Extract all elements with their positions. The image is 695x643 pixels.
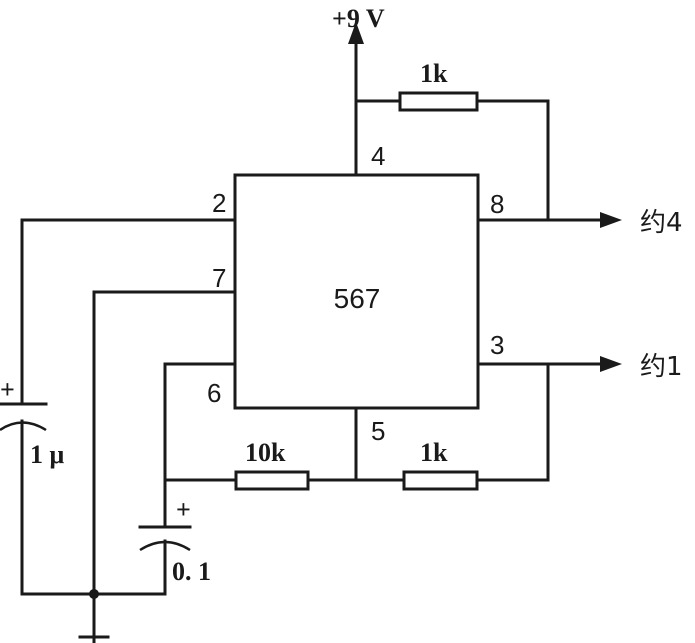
r-top-label: 1k: [420, 59, 448, 88]
pin-6-label: 6: [207, 378, 221, 408]
pin-3-label: 3: [490, 330, 504, 360]
pin-5-label: 5: [371, 416, 385, 446]
pin-4-label: 4: [371, 141, 385, 171]
r-bottom-right-label: 1k: [420, 438, 448, 467]
r-bottom-left-body: [234, 470, 310, 491]
r-bottom-right-body: [402, 470, 479, 491]
c-bottom-ground-wire: [92, 539, 167, 596]
c-left-polarity: +: [0, 375, 15, 404]
output-pin3-label: 约1: [640, 352, 683, 382]
pin-2-label: 2: [212, 188, 226, 218]
c-bottom-polarity: +: [176, 495, 191, 524]
pin-8-label: 8: [490, 189, 504, 219]
pin-6-wire: [163, 362, 237, 529]
pin-2-wire: [20, 218, 237, 406]
supply-label: +9 V: [332, 4, 385, 33]
r-top-wire-right: [475, 99, 550, 222]
output-pin8-label: 约4: [640, 208, 683, 238]
pin-3-arrow: [600, 356, 622, 372]
pin-8-arrow: [600, 212, 622, 228]
pin-7-wire: [92, 290, 237, 643]
c-left-label: 1 μ: [30, 440, 65, 469]
r-bottom-left-label: 10k: [245, 438, 286, 467]
supply-arrow: [348, 22, 364, 44]
pin-3-down-wire: [475, 362, 550, 482]
c-bottom-label: 0. 1: [172, 557, 211, 586]
pin-7-label: 7: [212, 263, 226, 293]
r-top-body: [398, 91, 479, 112]
ground-junction-dot: [89, 589, 99, 599]
c-left-ground-wire: [20, 419, 96, 596]
ic-name: 567: [334, 283, 381, 314]
ic-567-body: [233, 173, 480, 410]
